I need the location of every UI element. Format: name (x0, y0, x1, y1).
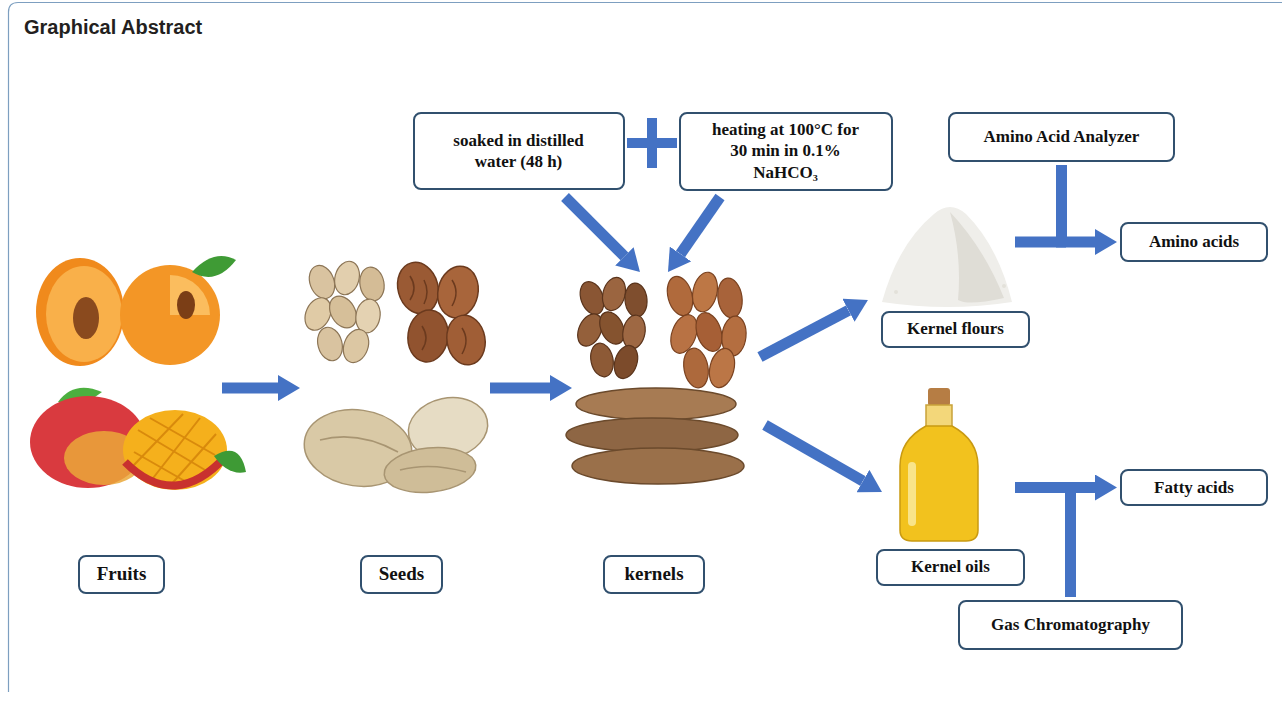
apricot-seed (357, 265, 387, 303)
process-box: Fatty acids (1120, 469, 1268, 506)
plus-symbol (627, 118, 677, 168)
kernel (706, 346, 739, 391)
flow-arrow (760, 310, 849, 357)
kernel (620, 313, 648, 350)
process-box: Amino Acid Analyzer (948, 112, 1175, 162)
mango-kernels (566, 388, 744, 484)
process-box: heating at 100°C for 30 min in 0.1% NaHC… (679, 112, 893, 191)
oil-bottle (900, 388, 978, 541)
kernel (624, 282, 649, 318)
box-label: Kernel flours (907, 318, 1004, 339)
mango-skin (125, 456, 226, 486)
seed-fibres (320, 437, 466, 472)
mango-seeds (299, 390, 493, 496)
flow-arrow (565, 197, 624, 256)
peach-kernels (663, 270, 748, 390)
apricot-seed (314, 324, 346, 363)
mango-cubes (123, 410, 227, 490)
peach-seed (392, 258, 444, 319)
plus-bar (647, 118, 657, 168)
fruits-illustration (30, 256, 246, 490)
apricot-pit (73, 297, 99, 339)
leaf (192, 256, 236, 277)
apricot-skin (36, 258, 124, 366)
box-label: Kernel oils (911, 556, 990, 577)
flow-arrow (765, 425, 863, 481)
apricot-flesh (46, 266, 122, 362)
process-box: soaked in distilled water (48 h) (413, 112, 625, 190)
flow-arrow (681, 197, 721, 254)
process-box: Fruits (78, 555, 165, 594)
box-label: Seeds (379, 562, 424, 586)
flow-arrows (222, 197, 1075, 488)
apricot-seed (331, 258, 363, 297)
box-label: Amino Acid Analyzer (984, 126, 1140, 147)
peach-seed (405, 307, 452, 364)
connector-arrow (1071, 488, 1096, 598)
bottle-neck (926, 405, 952, 427)
process-box: kernels (603, 555, 705, 594)
bottle-body (900, 426, 978, 541)
box-label: kernels (624, 562, 683, 586)
box-label: soaked in distilled water (48 h) (437, 130, 601, 173)
mango-kernel (576, 388, 736, 420)
flow-arrow (222, 383, 278, 394)
kernel (588, 341, 617, 379)
apricot-whole (120, 265, 220, 365)
box-label: Amino acids (1149, 231, 1239, 252)
flour-grain (1002, 284, 1006, 288)
flour-grain (894, 290, 898, 294)
kernel (663, 274, 697, 319)
process-box: Seeds (360, 555, 443, 594)
process-box: Gas Chromatography (958, 600, 1183, 650)
process-box: Kernel flours (881, 311, 1030, 348)
box-label: Fatty acids (1154, 477, 1234, 498)
kernel (610, 342, 641, 381)
bottle-cork (928, 388, 950, 406)
apricot-seed (305, 262, 339, 302)
peach-seeds (392, 258, 489, 368)
flour-shadow (950, 212, 1004, 303)
process-box: Kernel oils (876, 549, 1025, 586)
title: Graphical Abstract (24, 16, 202, 39)
connector-arrow (1062, 165, 1096, 242)
mango-kernel (566, 418, 738, 452)
kernel (689, 270, 721, 314)
apricot-pit (177, 291, 195, 319)
box-label: heating at 100°C for 30 min in 0.1% NaHC… (703, 119, 869, 183)
apricot-kernels (573, 275, 649, 382)
flow-arrow (490, 383, 550, 394)
process-box: Amino acids (1120, 222, 1268, 262)
kernel (691, 309, 726, 354)
mango-kernel (572, 448, 744, 484)
apricot-seed (339, 326, 373, 366)
kernel (715, 277, 744, 320)
seed-wrinkles (410, 276, 466, 354)
peach-seed (433, 262, 483, 321)
box-label: Fruits (97, 562, 147, 586)
flour-illustration (882, 207, 1012, 307)
frame-border (9, 3, 1282, 693)
bottle-highlight (908, 462, 916, 526)
kernel (681, 346, 712, 390)
box-label: Gas Chromatography (991, 614, 1150, 635)
seeds-illustration (300, 258, 387, 366)
flour-pile (882, 207, 1012, 307)
leaf (214, 451, 246, 473)
kernel (599, 275, 629, 314)
